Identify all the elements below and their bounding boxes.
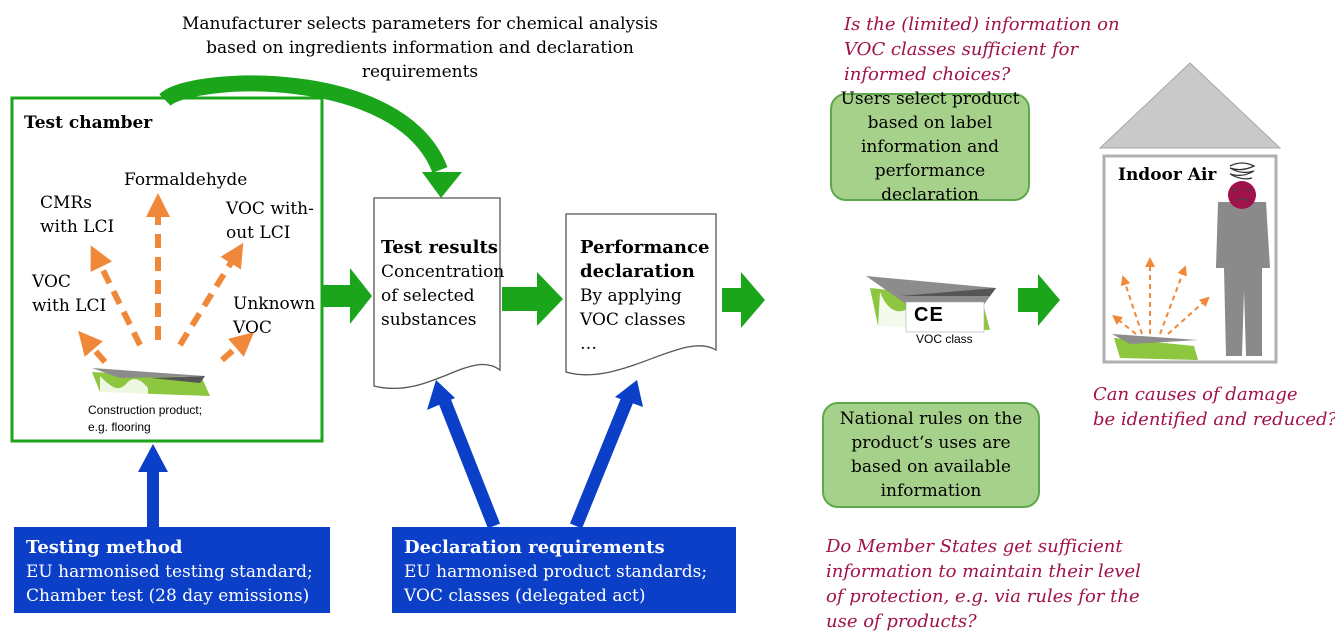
performance-declaration-title-2: declaration — [580, 261, 695, 282]
arrow-voc-without — [177, 242, 244, 347]
declaration-requirements-box: Declaration requirements EU harmonised p… — [392, 527, 736, 613]
green-arrow-to-results — [322, 268, 372, 324]
arrow-voc-with — [78, 330, 108, 364]
blue-arrow-testing-head — [138, 444, 168, 472]
blue-arrow-declaration-head — [615, 380, 643, 407]
test-chamber-title: Test chamber — [24, 113, 153, 133]
national-rules-box: National rules on the product‘s uses are… — [822, 402, 1040, 508]
performance-declaration-doc — [565, 213, 717, 376]
top-note-line1: Manufacturer selects parameters for chem… — [181, 14, 659, 34]
testing-method-box: Testing method EU harmonised testing sta… — [14, 527, 330, 613]
house-icon — [1098, 62, 1282, 364]
test-results-text: Test results Concentration of selected s… — [381, 237, 505, 330]
label-unknown-voc: Unknown VOC — [233, 294, 316, 338]
ce-mark: CE — [914, 304, 944, 326]
blue-arrow-testing-shaft — [147, 470, 159, 528]
declaration-requirements-title: Declaration requirements — [404, 537, 665, 558]
green-arrow-to-label — [722, 272, 765, 328]
blue-arrow-declaration-shaft — [569, 395, 635, 529]
blue-arrow-results-head — [427, 380, 455, 410]
blue-arrow-results-shaft — [438, 399, 501, 529]
top-note-line3: requirements — [361, 62, 479, 82]
curved-green-arrow — [159, 75, 448, 174]
performance-declaration-text: Performance declaration By applying VOC … — [580, 237, 710, 354]
label-cmrs: CMRs with LCI — [40, 193, 115, 237]
product-label-icon — [866, 276, 996, 333]
label-voc-with-lci: VOC with LCI — [32, 272, 107, 316]
green-arrow-to-indoor — [1018, 274, 1060, 326]
test-results-doc — [373, 197, 501, 389]
arrow-unknown — [220, 332, 255, 363]
curved-green-arrow-head — [422, 172, 462, 198]
voc-class-label: VOC class — [916, 332, 973, 346]
top-note: Manufacturer selects parameters for chem… — [150, 12, 690, 84]
users-select-box: Users select product based on label info… — [830, 89, 1030, 205]
top-note-line2: based on ingredients information and dec… — [206, 38, 634, 58]
emission-arrows — [78, 193, 255, 364]
label-formaldehyde: Formaldehyde — [124, 170, 248, 190]
label-voc-without-lci: VOC with- out LCI — [226, 199, 314, 243]
indoor-air-title: Indoor Air — [1118, 165, 1217, 185]
testing-method-title: Testing method — [26, 537, 183, 558]
product-icon-chamber — [92, 368, 210, 396]
arrow-cmrs — [90, 245, 143, 347]
performance-declaration-title-1: Performance — [580, 237, 710, 258]
question-voc-classes: Is the (limited) information on VOC clas… — [844, 14, 1120, 85]
question-member-states: Do Member States get sufficient informat… — [826, 536, 1141, 632]
green-arrow-to-declaration — [502, 272, 563, 326]
product-caption: Construction product; e.g. flooring — [88, 403, 203, 434]
test-results-title: Test results — [381, 237, 498, 258]
question-causes-of-damage: Can causes of damage be identified and r… — [1093, 384, 1335, 430]
